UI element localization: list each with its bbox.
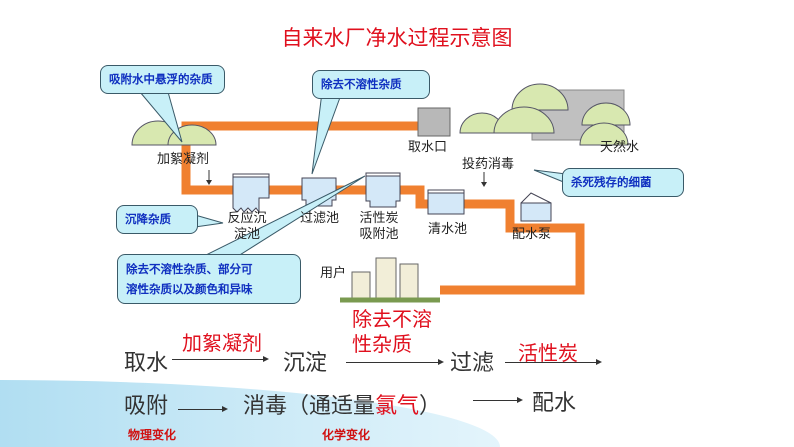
label-carbon: 活性炭吸附池 [359,211,399,242]
flow-agent-line2: 性杂质 [352,332,412,356]
disinfect-end: ） [419,394,442,419]
flow-agent-line1: 除去不溶 [352,307,432,331]
water-pipe [181,121,585,295]
hills [131,83,631,146]
flow-agent-carbon: 活性炭 [518,341,578,365]
intake-box [417,107,451,137]
flow-step-disinfect: 消毒（通适量氯气） [243,388,441,420]
flow-step-intake: 取水 [124,351,169,376]
callout-kill-bacteria: 杀死残存的细菌 [562,168,684,197]
callout-settle: 沉降杂质 [116,205,198,234]
callout-adsorb: 吸附水中悬浮的杂质 [100,65,225,94]
flow-agent-remove-insoluble: 除去不溶 性杂质 [352,307,432,357]
label-dosing: 投药消毒 [462,157,515,172]
disinfect-text: 消毒（通适量 [243,394,376,419]
label-sedimentation: 反应沉淀池 [227,211,267,242]
callout-carbon: 除去不溶性杂质、部分可 溶性杂质以及颜色和异味 [117,254,301,304]
chlorine-text: 氯气 [375,394,420,419]
flow-step-filter: 过滤 [450,351,495,376]
label-clear-water: 清水池 [428,222,468,237]
flow-step-adsorb: 吸附 [124,394,169,419]
callout-pointers [139,91,567,259]
flow-arrow-3 [505,359,602,365]
label-natural-water: 天然水 [600,140,640,155]
note-chemical-change: 化学变化 [322,428,371,442]
flow-arrow-2 [346,359,444,365]
callout-carbon-line1: 除去不溶性杂质、部分可 [126,262,253,276]
label-users: 用户 [320,266,347,281]
callout-carbon-line2: 溶性杂质以及颜色和异味 [126,282,253,296]
flow-arrow-1 [172,356,269,362]
flow-step-distribute: 配水 [532,391,577,416]
callout-remove-insoluble: 除去不溶性杂质 [312,70,430,99]
flow-arrow-5 [473,397,523,403]
label-filter: 过滤池 [300,211,340,226]
flow-step-sedimentation: 沉淀 [283,351,328,376]
tanks [232,172,552,222]
note-physical-change: 物理变化 [128,428,177,442]
page-title: 自来水厂净水过程示意图 [281,26,513,50]
label-pump: 配水泵 [512,227,552,242]
flow-arrow-4 [178,406,228,412]
flow-agent-coagulant: 加絮凝剂 [182,331,262,355]
label-coagulant: 加絮凝剂 [157,152,210,167]
label-intake: 取水口 [408,140,448,155]
buildings [340,257,440,303]
